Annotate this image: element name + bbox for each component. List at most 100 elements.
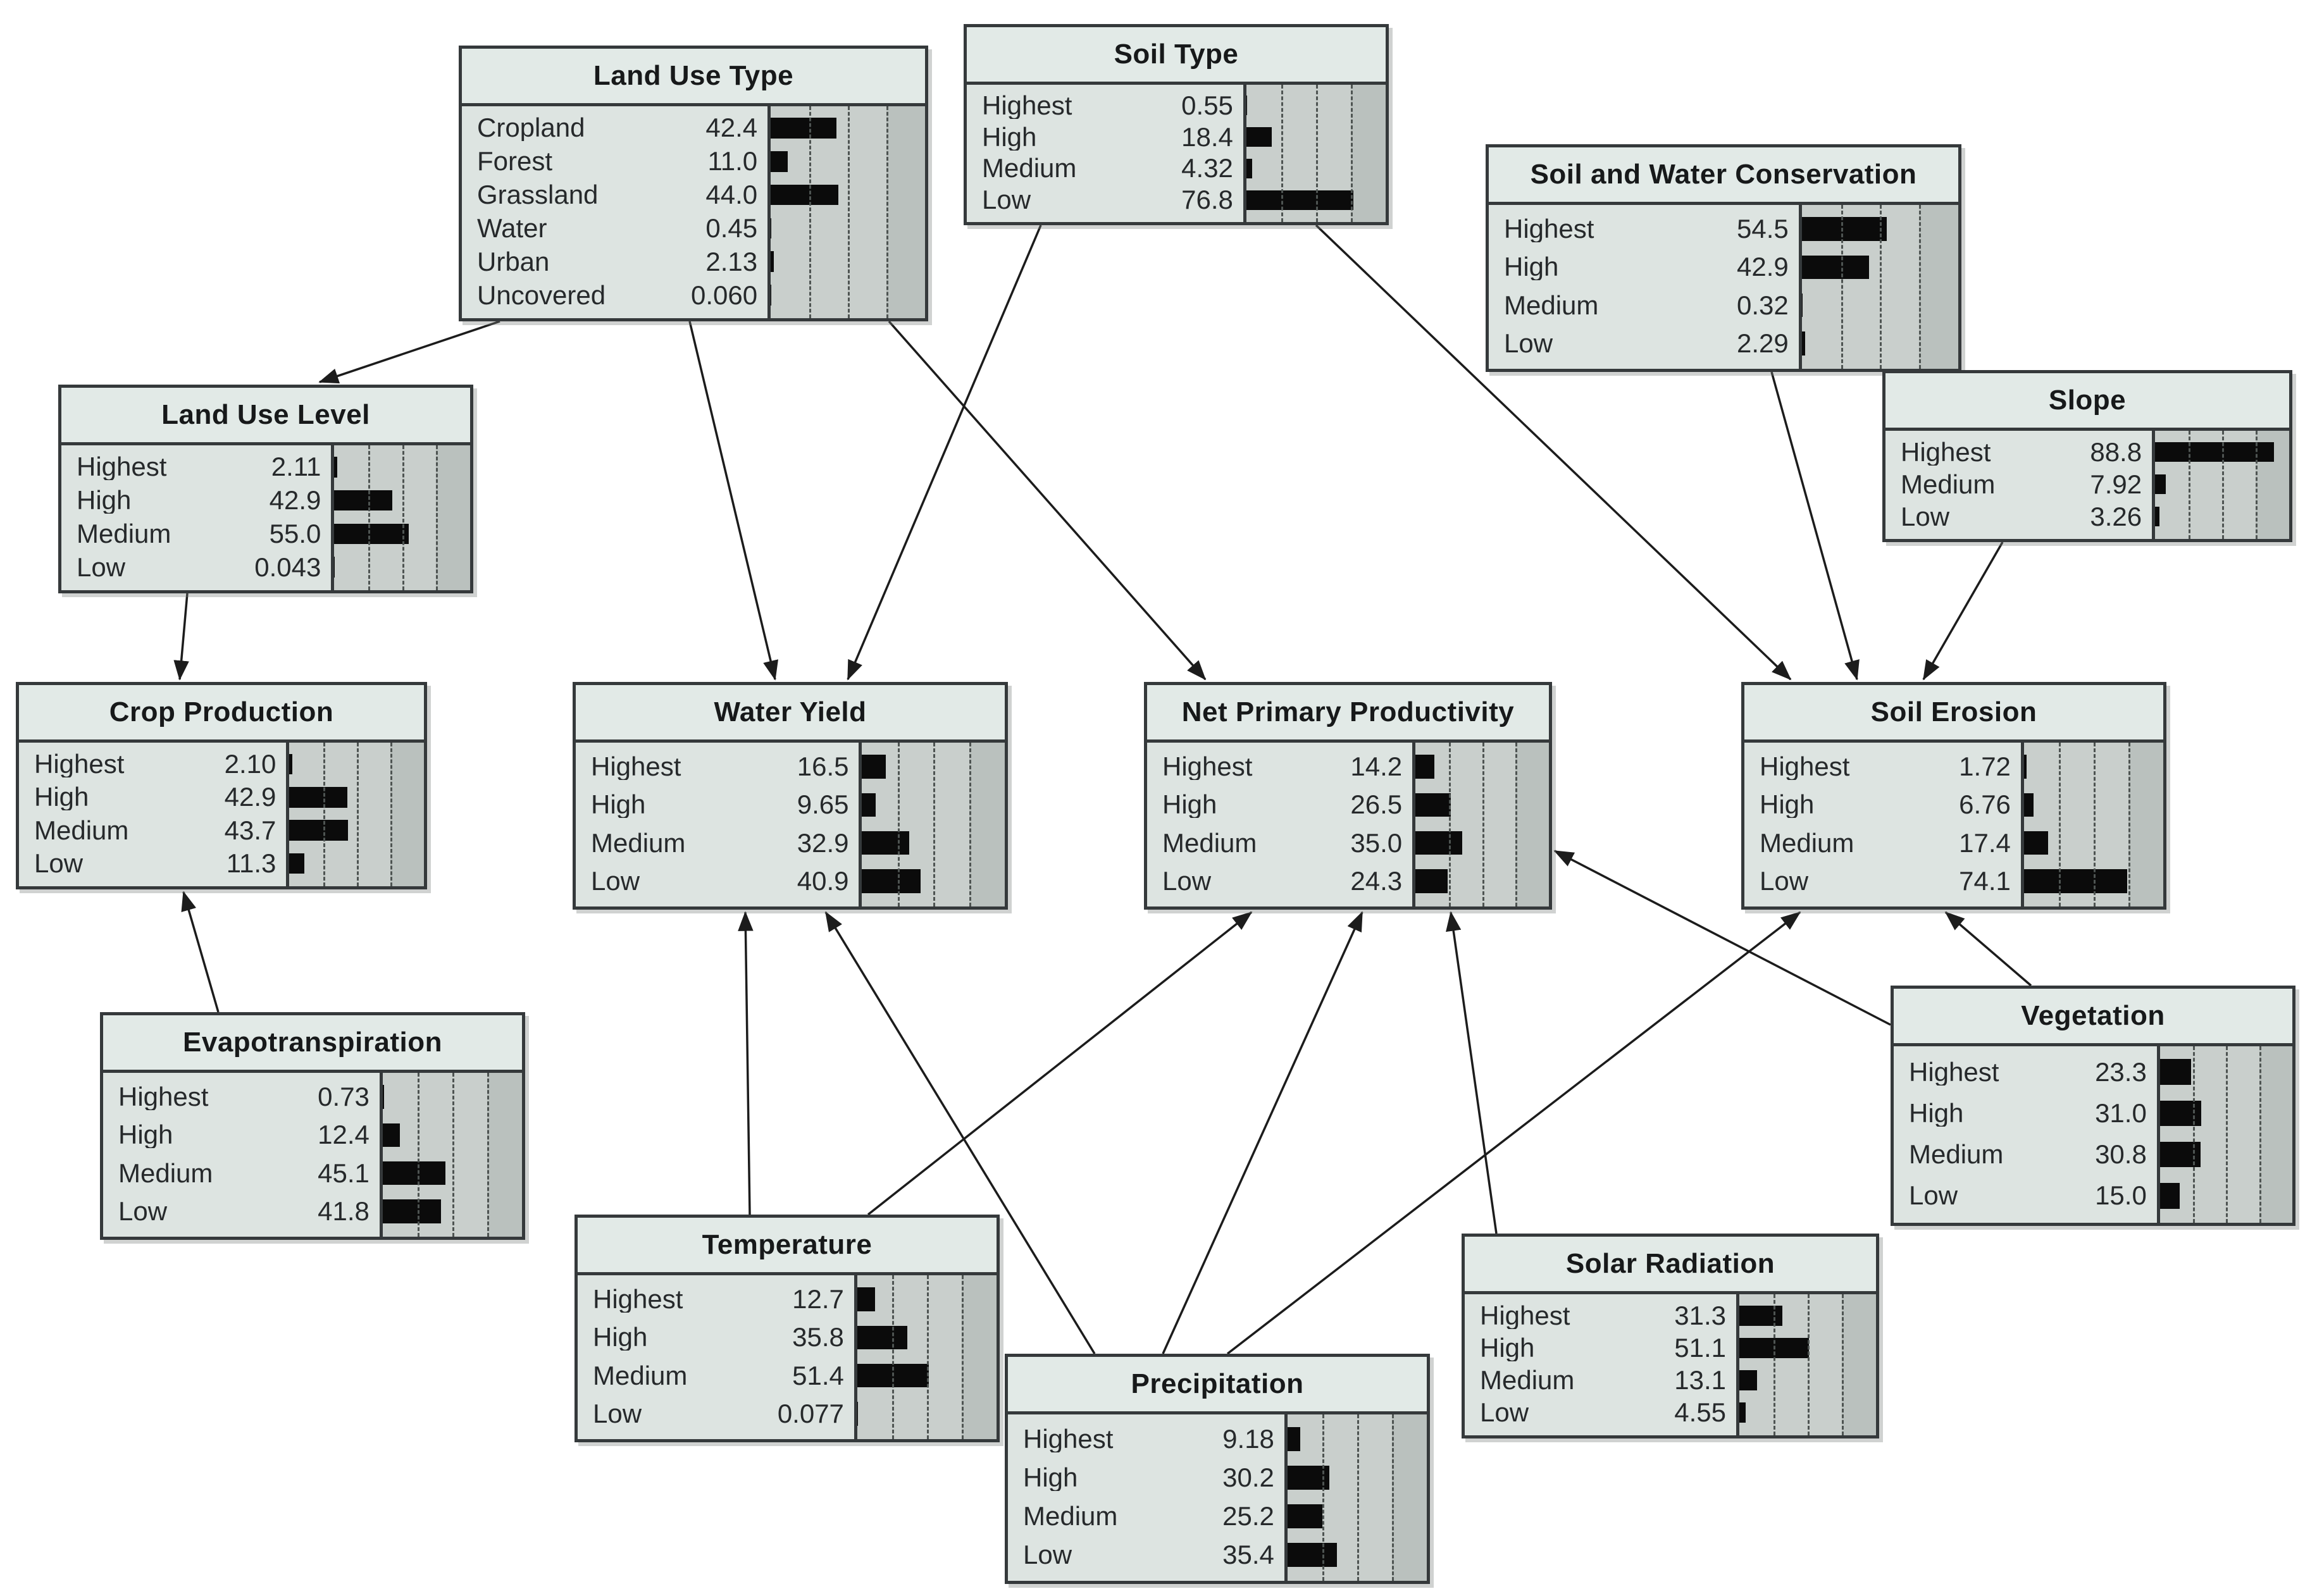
node-bar-panel — [286, 743, 424, 886]
bar-panel-gridline — [969, 743, 971, 906]
bar-panel-gridline — [1773, 1294, 1775, 1435]
node-bar-panel — [1284, 1414, 1427, 1581]
probability-bar — [2155, 506, 2159, 527]
state-probability-value: 1.72 — [1959, 752, 2011, 782]
node-bars — [862, 743, 1005, 906]
state-probability-value: 88.8 — [2090, 436, 2142, 467]
probability-bar — [1415, 831, 1462, 855]
node-state-row: Highest 31.3 — [1465, 1302, 1736, 1329]
state-probability-value: 3.26 — [2090, 501, 2142, 531]
bar-slot — [857, 1280, 997, 1318]
state-probability-value: 41.8 — [318, 1196, 370, 1226]
node-state-rows: Highest 9.18 High 30.2 Medium 25.2 Low 3… — [1008, 1414, 1284, 1581]
bar-slot — [771, 211, 925, 245]
bar-panel-gridline — [2222, 431, 2225, 539]
bar-panel-gridline — [390, 743, 392, 886]
probability-bar — [1415, 869, 1448, 893]
node-state-row: Low 15.0 — [1894, 1182, 2157, 1209]
node-bars — [2023, 743, 2163, 906]
node-state-row: Highest 88.8 — [1885, 436, 2152, 467]
bar-slot — [862, 786, 1005, 824]
bar-slot — [1801, 248, 1958, 286]
bar-panel-gridline — [886, 106, 889, 318]
probability-bar — [1801, 331, 1806, 356]
edge-land_use_type-to-land_use_level — [318, 320, 500, 384]
bar-panel-dark-strip — [961, 1275, 997, 1439]
bar-panel-gridline — [417, 1073, 419, 1237]
bar-panel-gridline — [2193, 1046, 2196, 1223]
bar-panel-dark-strip — [1391, 1414, 1427, 1581]
bar-slot — [1739, 1364, 1876, 1397]
node-title: Precipitation — [1008, 1357, 1427, 1414]
state-label: Low — [1480, 1399, 1529, 1426]
probability-bar — [334, 523, 409, 545]
state-label: High — [34, 784, 89, 811]
edge-solar_radiation-to-net_primary_productivity — [1446, 911, 1498, 1234]
state-label: Low — [34, 850, 84, 877]
state-probability-value: 35.4 — [1222, 1540, 1274, 1570]
network-node-net-primary-productivity: Net Primary Productivity Highest 14.2 Hi… — [1144, 682, 1552, 910]
bar-panel-gridline — [2128, 743, 2130, 906]
node-bars — [289, 743, 424, 886]
node-state-rows: Highest 14.2 High 26.5 Medium 35.0 Low 2… — [1147, 743, 1412, 906]
state-probability-value: 44.0 — [705, 180, 758, 210]
probability-bar — [2023, 755, 2027, 779]
bar-panel-dark-strip — [436, 445, 470, 590]
bar-slot — [1287, 1536, 1427, 1574]
node-state-rows: Highest 88.8 Medium 7.92 Low 3.26 — [1885, 431, 2152, 539]
bar-panel-dark-strip — [2128, 743, 2163, 906]
probability-bar — [382, 1123, 401, 1148]
node-body: Highest 16.5 High 9.65 Medium 32.9 Low 4… — [576, 743, 1005, 906]
state-label: High — [591, 791, 646, 819]
probability-bar — [2155, 474, 2166, 495]
state-probability-value: 6.76 — [1959, 789, 2011, 820]
bar-panel-gridline — [891, 1275, 894, 1439]
edge-lines — [173, 224, 2032, 1355]
node-title: Evapotranspiration — [103, 1015, 522, 1073]
bar-panel-dark-strip — [390, 743, 424, 886]
node-bar-panel — [1798, 205, 1958, 369]
state-probability-value: 42.9 — [224, 782, 276, 812]
node-body: Highest 12.7 High 35.8 Medium 51.4 Low 0… — [578, 1275, 997, 1439]
node-bar-panel — [767, 106, 925, 318]
state-probability-value: 51.4 — [792, 1360, 844, 1390]
state-label: Medium — [1023, 1503, 1118, 1530]
node-body: Highest 0.73 High 12.4 Medium 45.1 Low 4… — [103, 1073, 522, 1237]
state-probability-value: 76.8 — [1181, 185, 1233, 215]
bar-panel-gridline — [2093, 743, 2096, 906]
edge-soil_water_conservation-to-soil_erosion — [1770, 371, 1860, 681]
bar-slot — [382, 1192, 522, 1230]
bar-slot — [289, 781, 424, 813]
state-probability-value: 9.65 — [797, 789, 849, 820]
state-probability-value: 24.3 — [1350, 865, 1403, 896]
node-state-rows: Highest 2.10 High 42.9 Medium 43.7 Low 1… — [19, 743, 286, 886]
node-title: Water Yield — [576, 685, 1005, 743]
node-title: Vegetation — [1894, 989, 2292, 1046]
node-bar-panel — [379, 1073, 522, 1237]
state-probability-value: 0.043 — [254, 552, 321, 582]
probability-bar — [862, 831, 909, 855]
state-probability-value: 51.1 — [1674, 1332, 1726, 1363]
node-state-row: Medium 55.0 — [61, 520, 331, 547]
node-state-rows: Highest 1.72 High 6.76 Medium 17.4 Low 7… — [1744, 743, 2021, 906]
node-bars — [1415, 743, 1549, 906]
bar-panel-dark-strip — [1350, 85, 1386, 222]
state-probability-value: 54.5 — [1736, 214, 1789, 244]
bar-slot — [2155, 500, 2289, 533]
network-node-soil-erosion: Soil Erosion Highest 1.72 High 6.76 Medi… — [1741, 682, 2166, 910]
state-label: Low — [1901, 503, 1950, 530]
bar-slot — [1246, 153, 1386, 185]
state-label: Highest — [1909, 1058, 1999, 1086]
node-bar-panel — [854, 1275, 997, 1439]
state-probability-value: 0.077 — [777, 1398, 844, 1428]
state-label: High — [1909, 1099, 1964, 1127]
state-probability-value: 11.3 — [226, 848, 276, 878]
network-node-soil-water-conservation: Soil and Water Conservation Highest 54.5… — [1486, 144, 1961, 372]
state-label: Highest — [1504, 216, 1594, 243]
node-title: Solar Radiation — [1465, 1237, 1876, 1294]
node-bar-panel — [859, 743, 1005, 906]
node-title: Temperature — [578, 1218, 997, 1275]
bar-panel-gridline — [961, 1275, 964, 1439]
node-state-rows: Highest 16.5 High 9.65 Medium 32.9 Low 4… — [576, 743, 859, 906]
